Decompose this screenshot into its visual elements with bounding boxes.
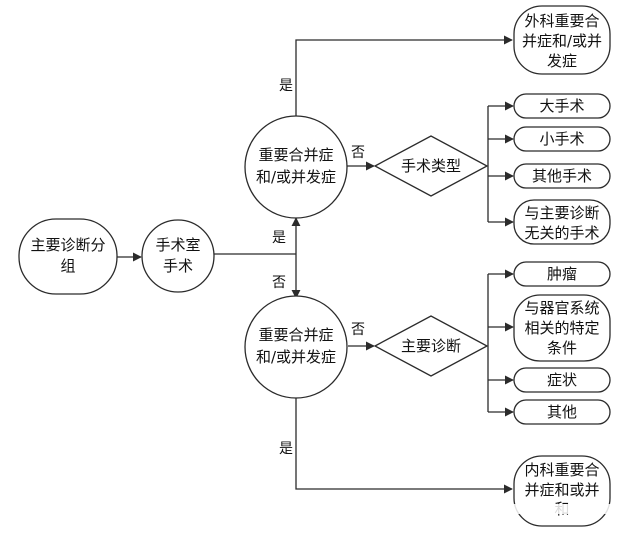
edge-label-yes-bottom: 是 [279, 441, 293, 457]
node-main-dx-group-line1: 主要诊断分 [30, 236, 105, 254]
node-surgical-cc-line2: 并症和/或并 [522, 32, 602, 50]
node-medical-cc-line2: 并症和或并 [524, 481, 599, 499]
node-complication-top-line2: 和/或并发症 [256, 168, 336, 186]
node-other-surgery-label: 其他手术 [532, 167, 592, 185]
node-minor-surgery: 小手术 [513, 126, 611, 152]
node-tumor: 肿瘤 [513, 261, 611, 287]
node-main-diagnosis-label: 主要诊断 [401, 337, 461, 355]
node-minor-surgery-label: 小手术 [539, 130, 584, 148]
node-main-dx-group: 主要诊断分 组 [18, 218, 118, 295]
node-medical-cc-line1: 内科重要合 [524, 461, 599, 479]
node-complication-top-line1: 重要合并症 [258, 146, 333, 164]
edge-label-no-bottom-right: 否 [351, 322, 365, 338]
node-or-surgery-line1: 手术室 [155, 236, 200, 254]
node-organ-condition: 与器官系统 相关的特定 条件 [513, 294, 611, 362]
node-complication-bottom-line2: 和/或并发症 [256, 348, 336, 366]
node-tumor-label: 肿瘤 [547, 265, 577, 283]
node-organ-condition-line2: 相关的特定 [524, 319, 599, 337]
node-other-surgery: 其他手术 [513, 163, 611, 189]
node-organ-condition-line1: 与器官系统 [524, 299, 599, 317]
node-or-surgery: 手术室 手术 [141, 219, 215, 293]
node-unrelated-surgery-line2: 无关的手术 [524, 224, 599, 242]
node-surgery-type-label: 手术类型 [401, 157, 461, 175]
node-unrelated-surgery: 与主要诊断 无关的手术 [513, 199, 611, 245]
edge-label-yes-top: 是 [279, 78, 293, 94]
edge-top-to-surgical-cc [295, 35, 513, 116]
edge-bottom-to-medical-cc [295, 398, 513, 494]
node-complication-bottom-line1: 重要合并症 [258, 326, 333, 344]
node-symptom: 症状 [513, 367, 611, 393]
connectors [117, 35, 514, 494]
node-unrelated-surgery-line1: 与主要诊断 [524, 204, 599, 222]
node-complication-top: 重要合并症 和/或并发症 [244, 115, 348, 219]
node-complication-bottom: 重要合并症 和/或并发症 [244, 295, 348, 399]
node-surgical-cc: 外科重要合 并症和/或并 发症 [513, 5, 611, 75]
node-major-surgery: 大手术 [513, 93, 611, 119]
node-major-surgery-label: 大手术 [539, 97, 584, 115]
edge-label-no-mid: 否 [272, 275, 286, 291]
node-organ-condition-line3: 条件 [547, 339, 577, 357]
node-symptom-label: 症状 [547, 371, 577, 389]
watermark-strip [506, 504, 626, 514]
node-main-dx-group-line2: 组 [60, 257, 75, 275]
node-surgical-cc-line3: 发症 [547, 52, 577, 70]
node-main-diagnosis: 主要诊断 [373, 315, 489, 377]
node-other-label: 其他 [547, 403, 577, 421]
edge-label-yes-mid: 是 [272, 230, 286, 246]
node-surgical-cc-line1: 外科重要合 [524, 12, 599, 30]
node-or-surgery-line2: 手术 [163, 257, 193, 275]
node-other: 其他 [513, 399, 611, 425]
edge-label-no-top-right: 否 [351, 145, 365, 161]
node-surgery-type: 手术类型 [373, 135, 489, 197]
node-medical-cc: 内科重要合 并症和或并 和 [506, 455, 626, 527]
